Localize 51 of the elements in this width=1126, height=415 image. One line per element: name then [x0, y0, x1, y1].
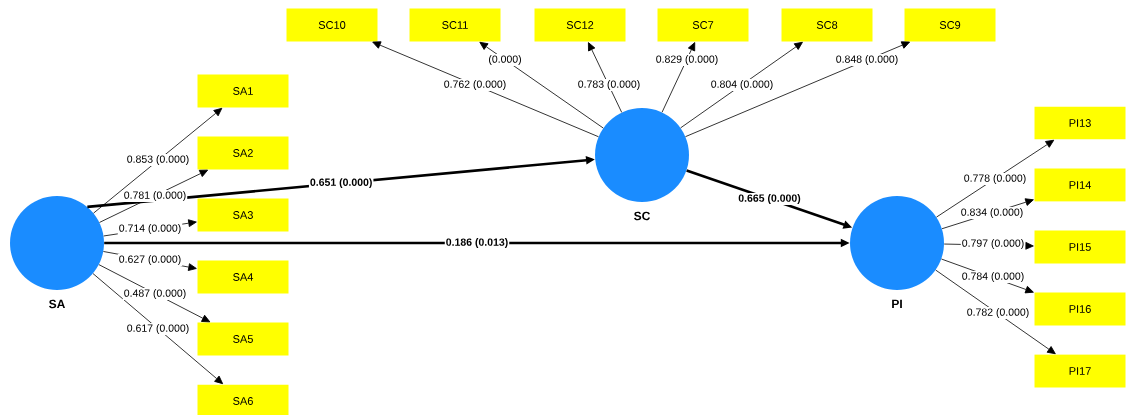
arrow [92, 273, 224, 385]
edge-label: 0.778 (0.000) [962, 173, 1028, 185]
edge-label: 0.651 (0.000) [308, 177, 374, 189]
indicator-box: SA4 [197, 260, 289, 294]
arrow [588, 42, 623, 113]
indicator-box: SC7 [657, 8, 749, 42]
node-label: SA [49, 299, 66, 309]
edge-label: 0.829 (0.000) [654, 54, 720, 66]
arrow [479, 41, 604, 129]
edge-label: (0.000) [487, 54, 523, 66]
arrow [685, 41, 910, 138]
edge-label: 0.784 (0.000) [960, 271, 1026, 283]
indicator-box: PI17 [1034, 354, 1126, 388]
arrow [98, 264, 211, 323]
indicator-box: SC10 [286, 8, 378, 42]
indicator-box: SC8 [781, 8, 873, 42]
arrow [680, 41, 803, 129]
edge-label: 0.797 (0.000) [960, 238, 1026, 250]
edge-label: 0.186 (0.013) [444, 237, 510, 249]
edge-label: 0.714 (0.000) [117, 223, 183, 235]
edge-label: 0.627 (0.000) [117, 254, 183, 266]
edge-label: 0.762 (0.000) [442, 79, 508, 91]
indicator-box: PI15 [1034, 230, 1126, 264]
edge-label: 0.617 (0.000) [125, 323, 191, 335]
indicator-box: SC11 [409, 8, 501, 42]
arrow [936, 139, 1055, 218]
indicator-box: PI16 [1034, 292, 1126, 326]
edge-label: 0.853 (0.000) [125, 154, 191, 166]
node-label: SC [634, 211, 651, 221]
arrow [661, 42, 696, 113]
edge-label: 0.782 (0.000) [965, 307, 1031, 319]
node-label: PI [892, 299, 902, 308]
indicator-box: SA3 [197, 198, 289, 232]
edge-label: 0.487 (0.000) [122, 288, 188, 300]
edge-label: 0.783 (0.000) [576, 79, 642, 91]
indicator-box: SA2 [197, 136, 289, 170]
indicator-box: SA6 [197, 384, 289, 415]
edge-label: 0.848 (0.000) [834, 54, 900, 66]
edge-label: 0.781 (0.000) [122, 190, 188, 202]
arrow [935, 269, 1056, 355]
edge-label: 0.804 (0.000) [709, 79, 775, 91]
indicator-box: SC9 [904, 8, 996, 42]
arrow [372, 41, 599, 138]
indicator-box: PI13 [1034, 106, 1126, 140]
indicator-box: SC12 [534, 8, 626, 42]
edge-label: 0.665 (0.000) [737, 193, 802, 205]
edge-label: 0.834 (0.000) [959, 207, 1025, 219]
indicator-box: PI14 [1034, 168, 1126, 202]
indicator-box: SA5 [197, 322, 289, 356]
indicator-box: SA1 [197, 74, 289, 108]
arrow [93, 107, 223, 214]
